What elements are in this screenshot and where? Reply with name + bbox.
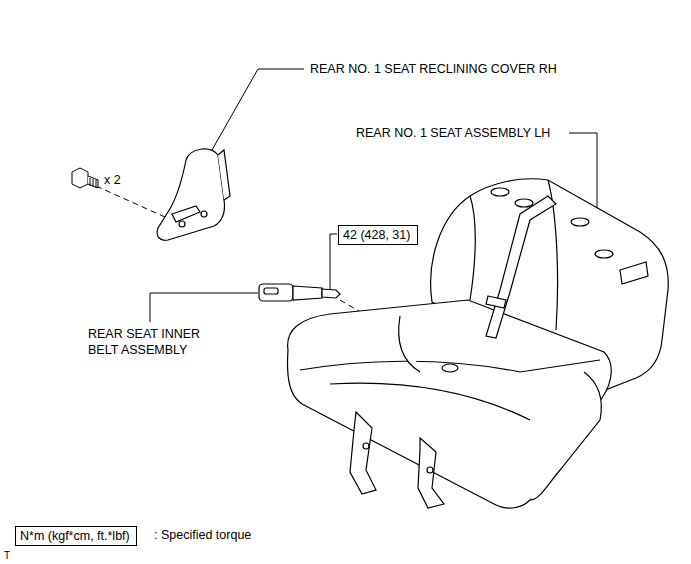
bolt xyxy=(72,168,98,188)
buckle xyxy=(259,284,340,301)
seat-assembly xyxy=(288,179,669,508)
torque-value: N*m (kgf*cm, ft.*lbf) xyxy=(20,529,130,543)
part-name: REAR SEAT INNER BELT ASSEMBLY xyxy=(88,326,216,358)
part-name: REAR NO. 1 SEAT ASSEMBLY LH xyxy=(356,125,550,141)
torque-box: 42 (428, 31) xyxy=(338,225,418,245)
page-mark: T xyxy=(4,548,10,564)
part-name: REAR NO. 1 SEAT RECLINING COVER RH xyxy=(310,61,557,77)
legend-text: : Specified torque xyxy=(154,527,251,543)
legend-torque-box: N*m (kgf*cm, ft.*lbf) xyxy=(15,526,137,546)
quantity-note: x 2 xyxy=(104,172,121,188)
torque-value: 42 (428, 31) xyxy=(343,228,410,242)
reclining-cover xyxy=(157,149,230,240)
